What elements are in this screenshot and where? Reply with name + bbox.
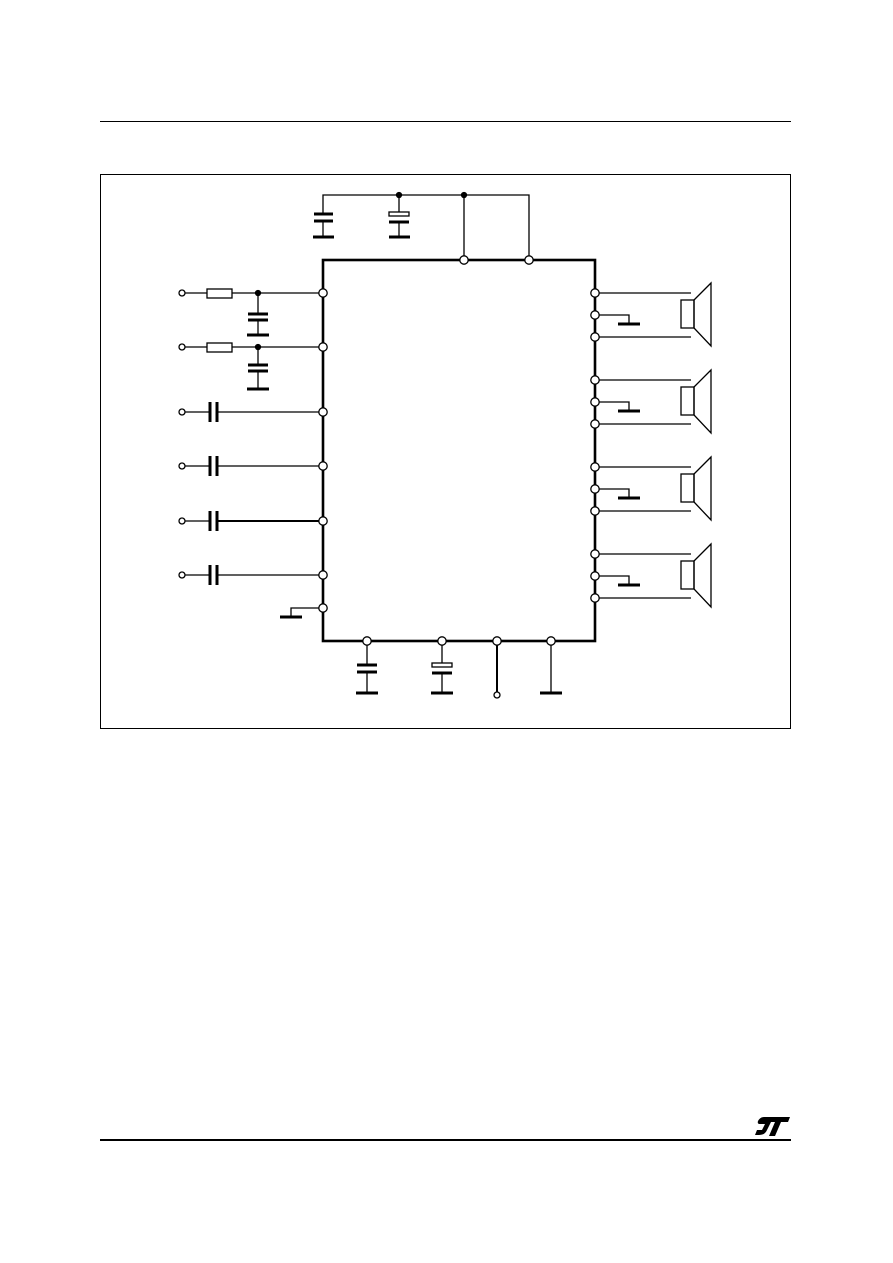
speaker-icon xyxy=(680,473,695,503)
bottom-capacitor xyxy=(356,641,378,695)
input-terminal xyxy=(178,408,186,416)
ic-pin xyxy=(318,570,328,580)
bottom-electrolytic-capacitor xyxy=(431,641,453,695)
ic-pin xyxy=(590,484,600,494)
output-terminal xyxy=(493,691,501,699)
supply-rail xyxy=(322,191,530,260)
ic-pin xyxy=(590,419,600,429)
ic-pin xyxy=(459,255,469,265)
ic-pin xyxy=(318,461,328,471)
supply-capacitor xyxy=(313,212,334,239)
coupled-input-channel xyxy=(178,402,323,422)
ic-pin xyxy=(590,310,600,320)
ic-pin xyxy=(590,593,600,603)
ic-body xyxy=(321,258,597,643)
ic-pin xyxy=(590,288,600,298)
ground-pin-left xyxy=(280,607,323,619)
ic-pin xyxy=(546,636,556,646)
speaker-icon xyxy=(680,386,695,416)
rc-input-channel xyxy=(178,288,323,337)
input-terminal xyxy=(178,289,186,297)
ic-pin xyxy=(590,571,600,581)
ic-pin xyxy=(318,407,328,417)
header-rule xyxy=(100,121,791,122)
speaker-icon xyxy=(680,299,695,329)
speaker-icon xyxy=(680,560,695,590)
ic-pin xyxy=(590,549,600,559)
footer-rule xyxy=(100,1139,791,1141)
ic-pin xyxy=(318,342,328,352)
ic-pin xyxy=(318,603,328,613)
ic-pin xyxy=(318,516,328,526)
rc-input-channel xyxy=(178,342,323,391)
input-terminal xyxy=(178,517,186,525)
speaker-output-2 xyxy=(595,368,712,435)
ic-pin xyxy=(590,506,600,516)
ic-pin xyxy=(590,462,600,472)
ic-pin xyxy=(590,332,600,342)
st-logo-icon xyxy=(755,1117,790,1136)
speaker-output-1 xyxy=(595,281,712,348)
ic-pin xyxy=(318,288,328,298)
bottom-ground xyxy=(540,641,562,695)
supply-electrolytic-capacitor xyxy=(388,211,410,239)
input-terminal xyxy=(178,462,186,470)
coupled-input-channel xyxy=(178,565,323,585)
resistor xyxy=(206,342,233,353)
speaker-output-3 xyxy=(595,455,712,522)
coupled-input-channel xyxy=(178,511,323,531)
ic-pin xyxy=(590,397,600,407)
ic-pin xyxy=(362,636,372,646)
resistor xyxy=(206,288,233,299)
coupled-input-channel xyxy=(178,456,323,476)
ic-pin xyxy=(590,375,600,385)
ic-pin xyxy=(492,636,502,646)
ic-pin xyxy=(524,255,534,265)
speaker-output-4 xyxy=(595,542,712,609)
input-terminal xyxy=(178,571,186,579)
input-terminal xyxy=(178,343,186,351)
figure-frame xyxy=(100,174,791,729)
ic-pin xyxy=(437,636,447,646)
bottom-terminal-line xyxy=(493,641,501,699)
